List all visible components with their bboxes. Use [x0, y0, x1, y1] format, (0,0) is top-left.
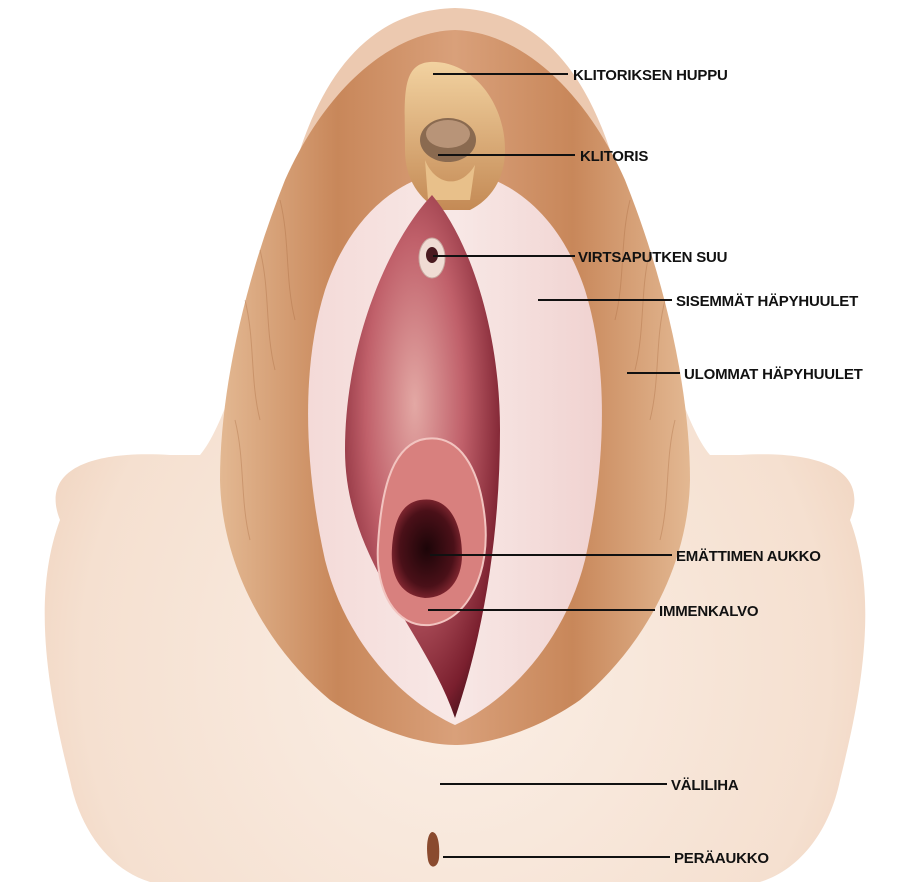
clitoris-highlight [426, 120, 470, 148]
label-hymen: IMMENKALVO [659, 603, 759, 620]
vaginal-opening [392, 499, 462, 598]
label-clitoral-hood: KLITORIKSEN HUPPU [573, 67, 728, 84]
label-urethral-opening: VIRTSAPUTKEN SUU [578, 249, 727, 266]
label-clitoris: KLITORIS [580, 148, 648, 165]
label-labia-minora: SISEMMÄT HÄPYHUULET [676, 293, 858, 310]
label-anus: PERÄAUKKO [674, 850, 769, 867]
label-labia-majora: ULOMMAT HÄPYHUULET [684, 366, 863, 383]
label-vaginal-opening: EMÄTTIMEN AUKKO [676, 548, 821, 565]
label-perineum: VÄLILIHA [671, 777, 739, 794]
